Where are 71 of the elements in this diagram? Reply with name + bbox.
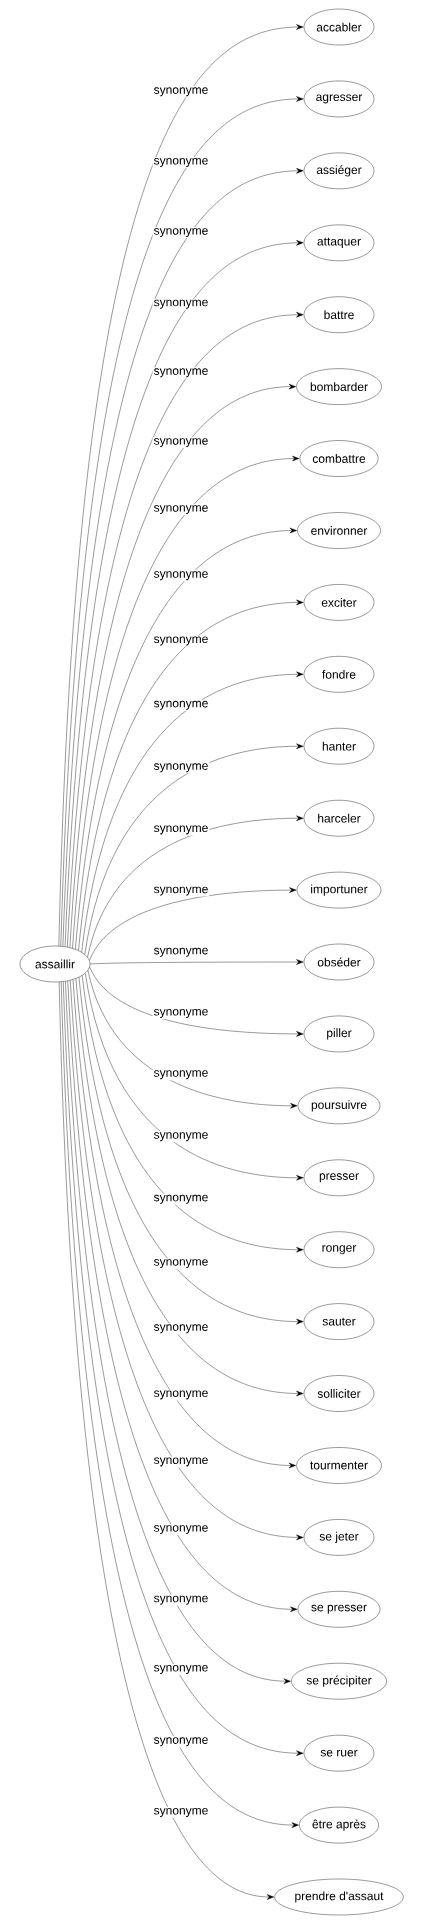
word-node: combattre — [299, 440, 379, 477]
word-node: se jeter — [303, 1519, 375, 1556]
arrow — [90, 959, 304, 965]
edge-label: synonyme — [152, 298, 210, 310]
word-node: poursuivre — [297, 1087, 381, 1124]
arrow — [75, 527, 297, 950]
edge-label: synonyme — [152, 1736, 210, 1748]
word-node: harceler — [303, 800, 375, 837]
arrow — [87, 815, 304, 958]
edge-label: synonyme — [152, 1524, 210, 1536]
arrow — [58, 981, 275, 1900]
edge-label: synonyme — [152, 1389, 210, 1401]
arrow — [85, 973, 304, 1181]
word-node: tourmenter — [296, 1447, 382, 1484]
arrow — [75, 978, 304, 1397]
edge-label: synonyme — [152, 885, 210, 897]
word-node: accabler — [303, 8, 375, 46]
edge-label: synonyme — [152, 437, 210, 449]
edge-label: synonyme — [152, 1258, 210, 1270]
edge-label: synonyme — [152, 1594, 210, 1606]
edge-label: synonyme — [152, 1664, 210, 1675]
edge-label: synonyme — [152, 86, 210, 98]
word-node: sauter — [303, 1303, 375, 1340]
word-node: se ruer — [303, 1735, 375, 1772]
arrow — [72, 979, 296, 1469]
edge-label: synonyme — [152, 157, 210, 168]
word-node: être après — [299, 1806, 379, 1844]
edge-label: synonyme — [152, 946, 210, 958]
arrow — [84, 743, 304, 955]
word-node: assiéger — [303, 152, 375, 190]
edge-label: synonyme — [152, 504, 210, 516]
word-node: importuner — [296, 871, 382, 909]
word-node: presser — [303, 1159, 375, 1196]
word-node: se presser — [297, 1591, 381, 1628]
edge-label: synonyme — [152, 1456, 210, 1468]
edge-label: synonyme — [152, 824, 210, 836]
word-node: attaquer — [303, 224, 375, 262]
word-node: agresser — [303, 80, 375, 118]
word-node: bombarder — [296, 368, 382, 405]
edge-label: synonyme — [152, 1193, 210, 1205]
arrow — [81, 671, 304, 953]
word-node: fondre — [303, 656, 375, 693]
edge-label: synonyme — [152, 227, 210, 239]
word-node: assaillir — [19, 945, 91, 983]
arrow — [82, 975, 304, 1253]
word-node: prendre d'assaut — [274, 1878, 404, 1916]
arrow — [72, 455, 300, 949]
arrow — [78, 977, 304, 1325]
edge-label: synonyme — [152, 762, 210, 774]
arrow — [87, 970, 298, 1109]
word-node: environner — [297, 512, 381, 549]
word-node: piller — [303, 1015, 375, 1053]
edge-label: synonyme — [152, 699, 210, 711]
edge-label: synonyme — [152, 570, 210, 582]
arrow — [89, 966, 304, 1037]
arrow — [89, 887, 297, 961]
edge-label: synonyme — [152, 1131, 210, 1143]
arrow — [78, 599, 304, 951]
word-node: solliciter — [303, 1375, 375, 1412]
word-node: obséder — [303, 943, 375, 981]
edge-label: synonyme — [152, 1807, 210, 1818]
edge-label: synonyme — [152, 1069, 210, 1081]
word-node: se précipiter — [291, 1663, 387, 1700]
word-node: battre — [303, 296, 375, 333]
word-node: ronger — [303, 1231, 375, 1268]
edge-label: synonyme — [152, 1323, 210, 1335]
word-node: hanter — [303, 728, 375, 765]
edge-label: synonyme — [152, 635, 210, 647]
edge-label: synonyme — [152, 367, 210, 379]
word-node: exciter — [303, 584, 375, 621]
edge-label: synonyme — [152, 1008, 210, 1019]
